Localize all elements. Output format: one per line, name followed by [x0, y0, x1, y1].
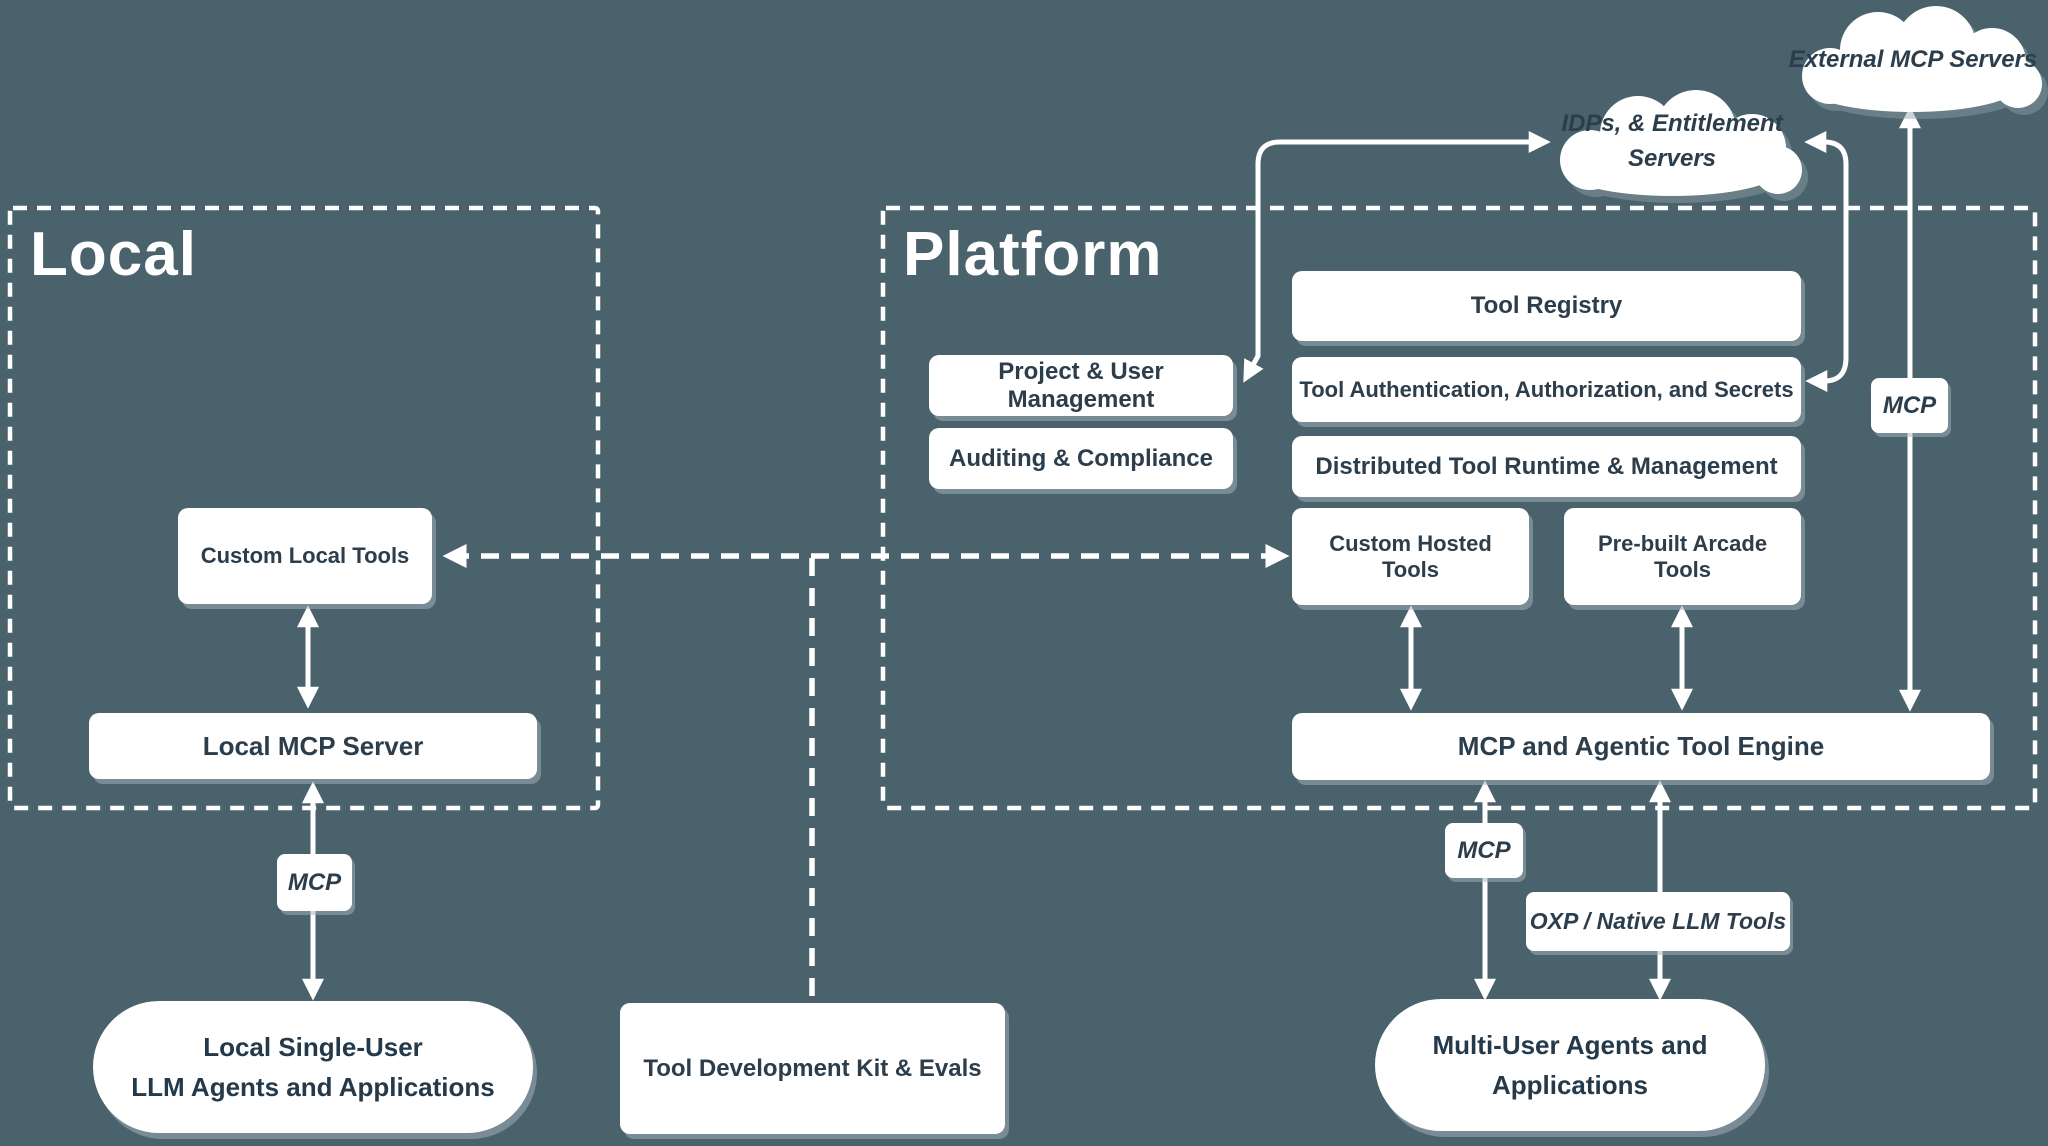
external-mcp-cloud-shape	[1802, 6, 2048, 119]
node-tool-development-kit: Tool Development Kit & Evals	[620, 1003, 1005, 1134]
node-label: MCP and Agentic Tool Engine	[1457, 731, 1825, 761]
node-label: Tool Registry	[1470, 292, 1623, 319]
node-label: Distributed Tool Runtime & Management	[1315, 452, 1778, 480]
arrow-tool-auth-idps	[1804, 130, 1849, 393]
idps-cloud-shape	[1560, 90, 1808, 203]
tag-label: MCP	[1882, 391, 1937, 419]
node-label: Auditing & Compliance	[949, 444, 1213, 472]
node-distributed-tool-runtime: Distributed Tool Runtime & Management	[1292, 436, 1801, 497]
platform-group-border	[880, 205, 2038, 811]
pill-local-single-user-agents: Local Single-User LLM Agents and Applica…	[93, 1001, 533, 1133]
node-tool-authentication: Tool Authentication, Authorization, and …	[1292, 357, 1801, 422]
tag-mcp-external: MCP	[1871, 378, 1948, 433]
node-label: Local MCP Server	[202, 730, 424, 761]
node-custom-hosted-tools: Custom Hosted Tools	[1292, 508, 1529, 605]
cloud-line: Servers	[1627, 145, 1717, 172]
tag-label: MCP	[1457, 836, 1511, 864]
tag-mcp-platform: MCP	[1445, 823, 1523, 878]
pill-line: Multi-User Agents and	[1432, 1029, 1708, 1060]
local-group-title: Local	[30, 220, 197, 289]
arrow-project-user-management-idps	[1243, 130, 1551, 383]
tag-oxp-native-llm-tools: OXP / Native LLM Tools	[1526, 892, 1790, 951]
external-mcp-cloud-label: External MCP Servers	[1780, 4, 2046, 116]
tag-label: MCP	[287, 868, 342, 896]
idps-cloud-label: IDPs, & Entitlement Servers	[1538, 86, 1806, 198]
node-tool-registry: Tool Registry	[1292, 271, 1801, 341]
node-label: Tool Development Kit & Evals	[643, 1054, 982, 1082]
node-auditing-compliance: Auditing & Compliance	[929, 428, 1233, 489]
cloud-line: External MCP Servers	[1788, 45, 2038, 73]
node-custom-local-tools: Custom Local Tools	[178, 508, 432, 604]
tag-mcp-local: MCP	[277, 854, 352, 911]
pill-line: LLM Agents and Applications	[131, 1072, 495, 1102]
pill-line: Local Single-User	[203, 1031, 423, 1062]
pill-multi-user-agents: Multi-User Agents and Applications	[1375, 999, 1765, 1131]
pill-line: Applications	[1491, 1070, 1648, 1100]
cloud-line: IDPs, & Entitlement	[1561, 110, 1783, 138]
tag-label: OXP / Native LLM Tools	[1529, 908, 1787, 934]
node-prebuilt-arcade-tools: Pre-built Arcade Tools	[1564, 508, 1801, 605]
node-label: Tool Authentication, Authorization, and …	[1299, 376, 1794, 402]
node-project-user-management: Project & User Management	[929, 355, 1233, 416]
node-label: Custom Hosted Tools	[1329, 530, 1492, 582]
node-label: Project & User Management	[998, 357, 1164, 413]
node-mcp-agentic-tool-engine: MCP and Agentic Tool Engine	[1292, 713, 1990, 780]
node-local-mcp-server: Local MCP Server	[89, 713, 537, 779]
node-label: Pre-built Arcade Tools	[1597, 530, 1768, 582]
node-label: Custom Local Tools	[200, 543, 410, 568]
platform-group-title: Platform	[903, 220, 1163, 289]
